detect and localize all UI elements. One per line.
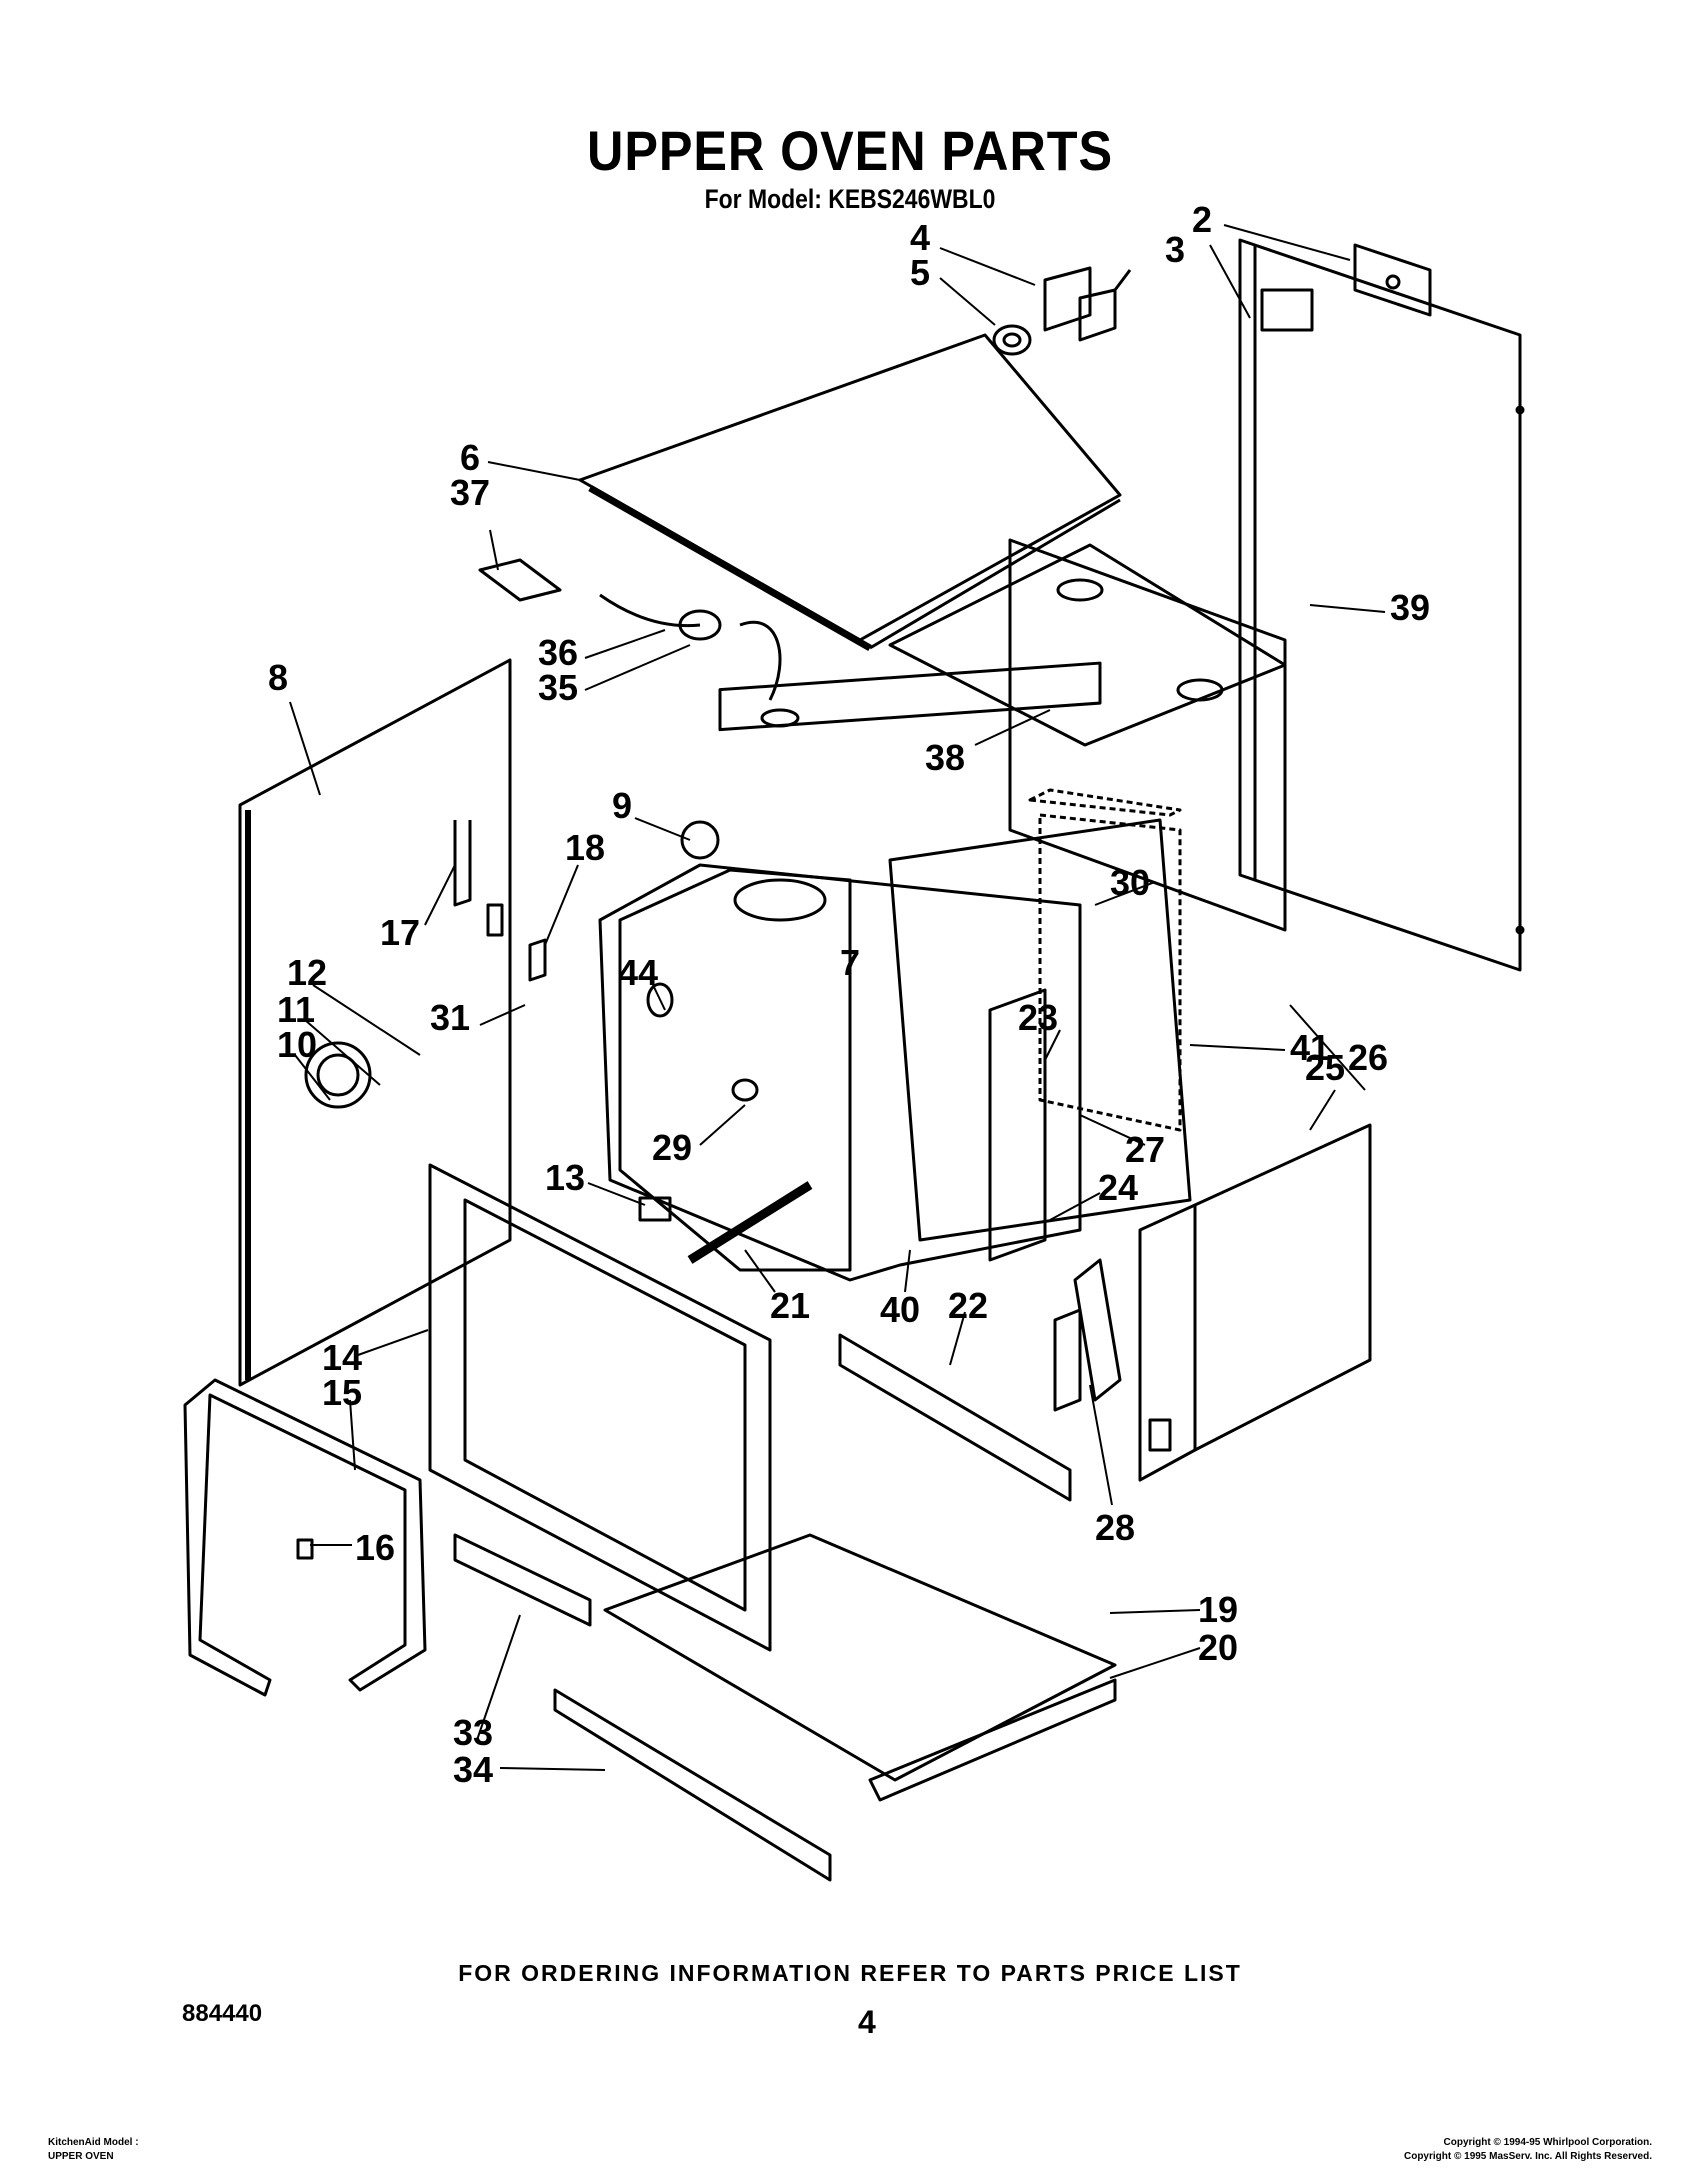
callout-22: 22 — [948, 1285, 988, 1326]
bottom-left-model-label: KitchenAid Model : — [48, 2137, 139, 2148]
callout-26: 26 — [1348, 1037, 1388, 1078]
model-subtitle: For Model: KEBS246WBL0 — [704, 184, 996, 214]
callout-35: 35 — [538, 667, 578, 708]
callout-38: 38 — [925, 737, 965, 778]
heat-shield — [888, 538, 1287, 932]
callout-39: 39 — [1390, 587, 1430, 628]
callout-6: 6 — [460, 437, 480, 478]
side-bracket — [838, 988, 1072, 1502]
document-number: 884440 — [182, 2000, 263, 2027]
top-panel — [578, 333, 1122, 652]
callout-24: 24 — [1098, 1167, 1138, 1208]
callout-12: 12 — [287, 952, 327, 993]
callout-21: 21 — [770, 1285, 810, 1326]
callout-37: 37 — [450, 472, 490, 513]
callout-29: 29 — [652, 1127, 692, 1168]
callout-9: 9 — [612, 785, 632, 826]
callout-40: 40 — [880, 1289, 920, 1330]
callout-31: 31 — [430, 997, 470, 1038]
callout-13: 13 — [545, 1157, 585, 1198]
callout-23: 23 — [1018, 997, 1058, 1038]
trim-strip — [453, 1533, 832, 1882]
callout-19: 19 — [1198, 1589, 1238, 1630]
callout-34: 34 — [453, 1749, 493, 1790]
callout-28: 28 — [1095, 1507, 1135, 1548]
callout-16: 16 — [355, 1527, 395, 1568]
left-side-panel — [238, 658, 547, 1387]
callout-labels: 2 3 4 5 6 37 39 8 36 35 38 9 18 17 7 30 … — [268, 199, 1430, 1790]
callout-20: 20 — [1198, 1627, 1238, 1668]
callout-7: 7 — [840, 942, 860, 983]
page-title: UPPER OVEN PARTS — [587, 119, 1113, 182]
callout-2: 2 — [1192, 199, 1212, 240]
callout-25: 25 — [1305, 1047, 1345, 1088]
callout-10: 10 — [277, 1024, 317, 1065]
thermostat-assembly — [478, 558, 800, 728]
right-side-panel — [1138, 1123, 1372, 1482]
callout-4: 4 — [910, 217, 930, 258]
bottom-left-section-label: UPPER OVEN — [48, 2151, 114, 2162]
door-latch — [1053, 1258, 1122, 1412]
callout-11: 11 — [277, 989, 315, 1030]
copyright-line-2: Copyright © 1995 MasServ. Inc. All Right… — [1403, 2151, 1652, 2162]
callout-30: 30 — [1110, 862, 1150, 903]
insulation-blanket — [1028, 788, 1182, 1132]
callout-18: 18 — [565, 827, 605, 868]
callout-27: 27 — [1125, 1129, 1165, 1170]
page-number: 4 — [858, 2004, 876, 2040]
broil-element — [638, 1181, 813, 1264]
callout-33: 33 — [453, 1712, 493, 1753]
copyright-line-1: Copyright © 1994-95 Whirlpool Corporatio… — [1443, 2137, 1653, 2148]
callout-5: 5 — [910, 252, 930, 293]
callout-15: 15 — [322, 1372, 362, 1413]
callout-17: 17 — [380, 912, 420, 953]
callout-36: 36 — [538, 632, 578, 673]
front-frame — [428, 1163, 772, 1652]
callout-44: 44 — [618, 952, 658, 993]
callout-3: 3 — [1165, 229, 1185, 270]
callout-41: 41 — [1290, 1027, 1330, 1068]
bottom-panel — [603, 1533, 1117, 1802]
terminal-bracket — [992, 266, 1132, 356]
leader-lines — [289, 224, 1386, 1771]
ordering-info-note: FOR ORDERING INFORMATION REFER TO PARTS … — [458, 1960, 1242, 1986]
door-gasket — [183, 1378, 427, 1697]
callout-8: 8 — [268, 657, 288, 698]
rear-panel-right — [1238, 238, 1525, 972]
callout-14: 14 — [322, 1337, 362, 1378]
